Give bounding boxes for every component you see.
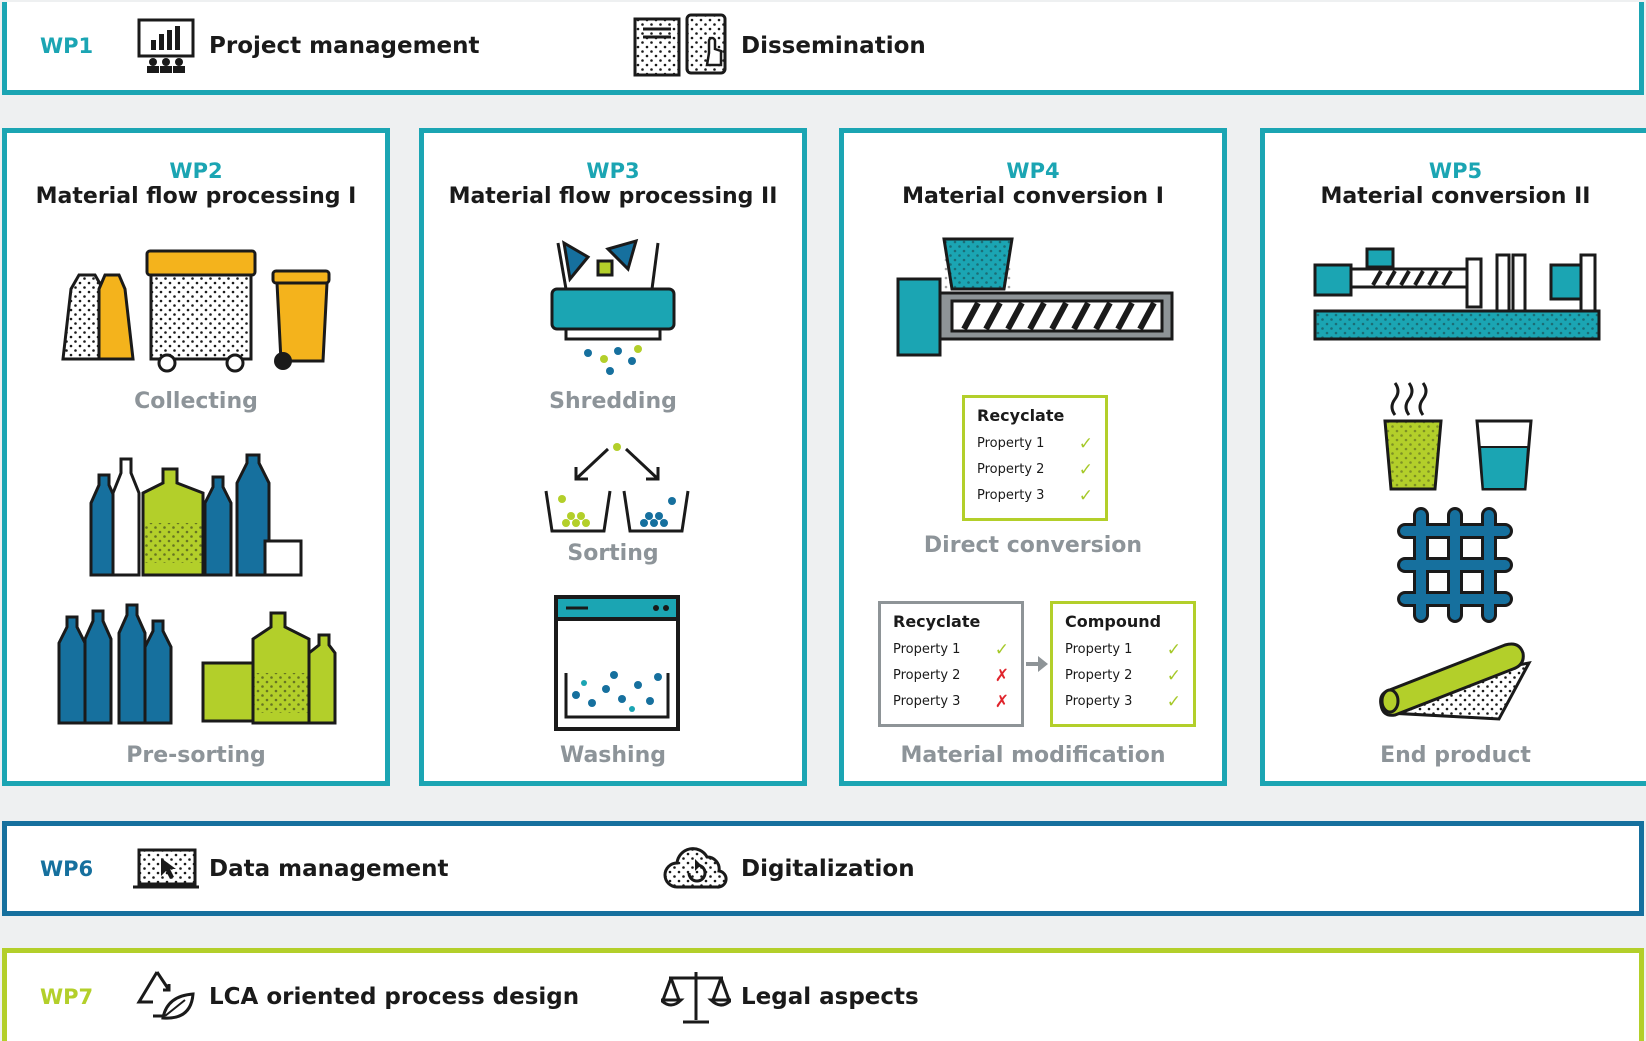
wp6-label: WP6 <box>40 856 94 881</box>
check-icon: ✓ <box>1078 434 1093 454</box>
data-management-label: Data management <box>209 855 449 882</box>
property-label: Property 1 <box>893 642 961 657</box>
material-modification-caption: Material modification <box>900 743 1166 768</box>
property-label: Property 3 <box>893 694 961 709</box>
wp4-panel: WP4 Material conversion I Recyclate Prop… <box>839 128 1227 786</box>
legal-aspects-label: Legal aspects <box>741 984 919 1010</box>
wp7-label: WP7 <box>40 985 94 1009</box>
property-row: Property 1 ✓ <box>977 431 1093 457</box>
property-row: Property 3 ✓ <box>977 483 1093 509</box>
wp6-band: WP6 Data management Digitalization <box>2 821 1644 916</box>
shredder-icon <box>550 238 676 375</box>
collecting-bins-icon <box>61 249 331 373</box>
property-label: Property 2 <box>1065 668 1133 683</box>
property-row: Property 2 ✗ <box>893 663 1009 689</box>
lca-icon <box>136 971 195 1020</box>
wp3-id: WP3 <box>586 159 640 183</box>
washing-caption: Washing <box>559 743 667 768</box>
card-title: Recyclate <box>893 612 981 631</box>
wp3-title: Material flow processing II <box>448 184 778 209</box>
project-management-label: Project management <box>209 33 480 59</box>
check-icon: ✓ <box>1078 460 1093 480</box>
property-row: Property 2 ✓ <box>1065 663 1181 689</box>
direct-conversion-caption: Direct conversion <box>923 533 1143 558</box>
wp2-title: Material flow processing I <box>35 184 357 209</box>
wp1-band: WP1 Project management Dissemination <box>2 2 1644 95</box>
legal-scale-icon <box>661 972 731 1024</box>
property-label: Property 1 <box>977 436 1045 451</box>
property-label: Property 3 <box>977 488 1045 503</box>
film-roll-icon <box>1379 642 1532 721</box>
wp4-id: WP4 <box>1006 159 1060 183</box>
wp3-panel: WP3 Material flow processing II Shreddin… <box>419 128 807 786</box>
modification-recyclate-card: Recyclate Property 1 ✓ Property 2 ✗ Proper… <box>878 601 1024 727</box>
wp5-title: Material conversion II <box>1320 184 1591 209</box>
bottles-icon <box>89 453 303 577</box>
property-label: Property 2 <box>893 668 961 683</box>
cross-icon: ✗ <box>994 692 1009 712</box>
wp4-title: Material conversion I <box>902 184 1164 209</box>
cups-icon <box>1383 382 1533 491</box>
card-title: Recyclate <box>977 406 1065 425</box>
shredding-caption: Shredding <box>549 389 677 414</box>
data-management-icon <box>133 848 199 888</box>
property-row: Property 3 ✗ <box>893 689 1009 715</box>
extruder-icon <box>896 237 1174 357</box>
check-icon: ✓ <box>1078 486 1093 506</box>
washing-icon <box>554 595 680 731</box>
property-label: Property 2 <box>977 462 1045 477</box>
wp2-id: WP2 <box>169 159 223 183</box>
presorting-caption: Pre-sorting <box>126 743 266 768</box>
wp5-id: WP5 <box>1428 159 1483 183</box>
card-title: Compound <box>1065 612 1162 631</box>
property-row: Property 3 ✓ <box>1065 689 1181 715</box>
check-icon: ✓ <box>1166 692 1181 712</box>
property-row: Property 1 ✓ <box>893 637 1009 663</box>
woven-fabric-icon <box>1397 507 1513 623</box>
dissemination-label: Dissemination <box>741 33 926 59</box>
project-management-icon <box>137 18 195 73</box>
arrow-right-icon <box>1026 656 1048 672</box>
lca-label: LCA oriented process design <box>209 984 580 1010</box>
presorted-bottles-icon <box>57 603 337 725</box>
sorting-icon <box>544 443 690 533</box>
end-product-caption: End product <box>1380 743 1531 768</box>
digitalization-label: Digitalization <box>741 855 915 882</box>
dissemination-icon <box>633 13 727 77</box>
property-row: Property 2 ✓ <box>977 457 1093 483</box>
sorting-caption: Sorting <box>567 541 659 566</box>
digitalization-icon <box>663 846 728 889</box>
property-label: Property 3 <box>1065 694 1133 709</box>
wp5-panel: WP5 Material conversion II End product <box>1260 128 1646 786</box>
check-icon: ✓ <box>1166 640 1181 660</box>
wp2-panel: WP2 Material flow processing I Collectin… <box>2 128 390 786</box>
check-icon: ✓ <box>994 640 1009 660</box>
compound-card: Compound Property 1 ✓ Property 2 ✓ Propert… <box>1050 601 1196 727</box>
direct-recyclate-card: Recyclate Property 1 ✓ Property 2 ✓ Proper… <box>962 395 1108 521</box>
injection-molding-icon <box>1313 247 1601 341</box>
collecting-caption: Collecting <box>134 389 258 414</box>
cross-icon: ✗ <box>994 666 1009 686</box>
property-label: Property 1 <box>1065 642 1133 657</box>
wp7-band: WP7 LCA oriented process design Legal as… <box>2 948 1644 1041</box>
wp1-label: WP1 <box>40 34 94 58</box>
property-row: Property 1 ✓ <box>1065 637 1181 663</box>
check-icon: ✓ <box>1166 666 1181 686</box>
